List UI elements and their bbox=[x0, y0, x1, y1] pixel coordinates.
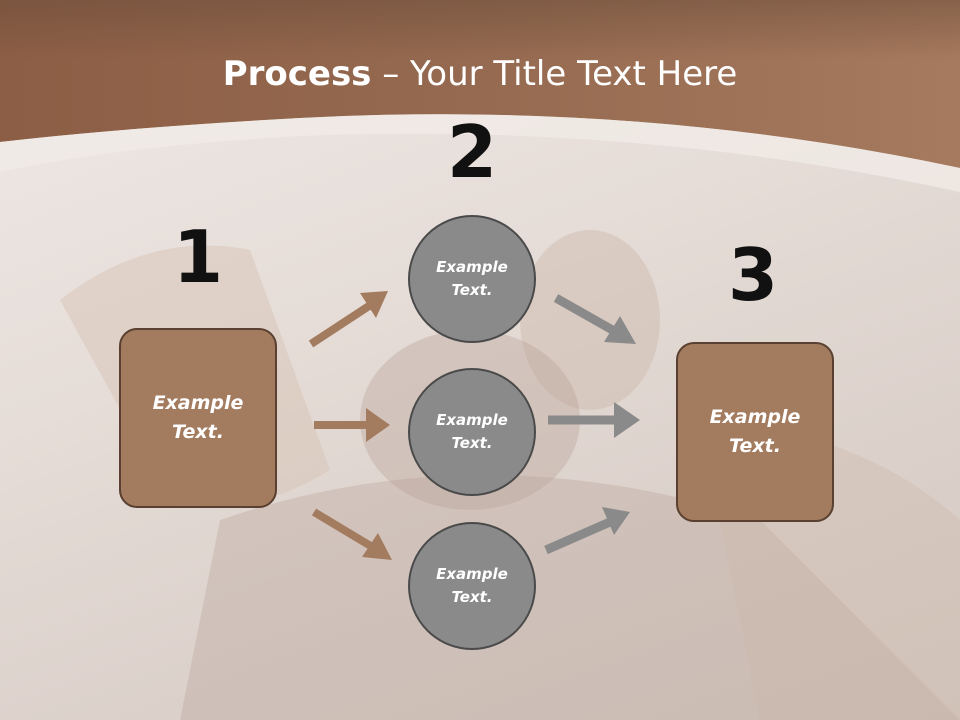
step-number-1: 1 bbox=[172, 215, 224, 299]
step-2-circle-middle: Example Text. bbox=[408, 368, 536, 496]
step-number-3: 3 bbox=[727, 233, 779, 317]
step-2-circle-top: Example Text. bbox=[408, 215, 536, 343]
title-bold: Process bbox=[222, 54, 372, 94]
step-2-circle-bottom: Example Text. bbox=[408, 522, 536, 650]
step-1-box: Example Text. bbox=[119, 328, 277, 508]
slide-title: Process – Your Title Text Here bbox=[0, 52, 960, 96]
step-3-box: Example Text. bbox=[676, 342, 834, 522]
title-rest: – Your Title Text Here bbox=[371, 54, 738, 94]
step-number-2: 2 bbox=[446, 110, 498, 194]
